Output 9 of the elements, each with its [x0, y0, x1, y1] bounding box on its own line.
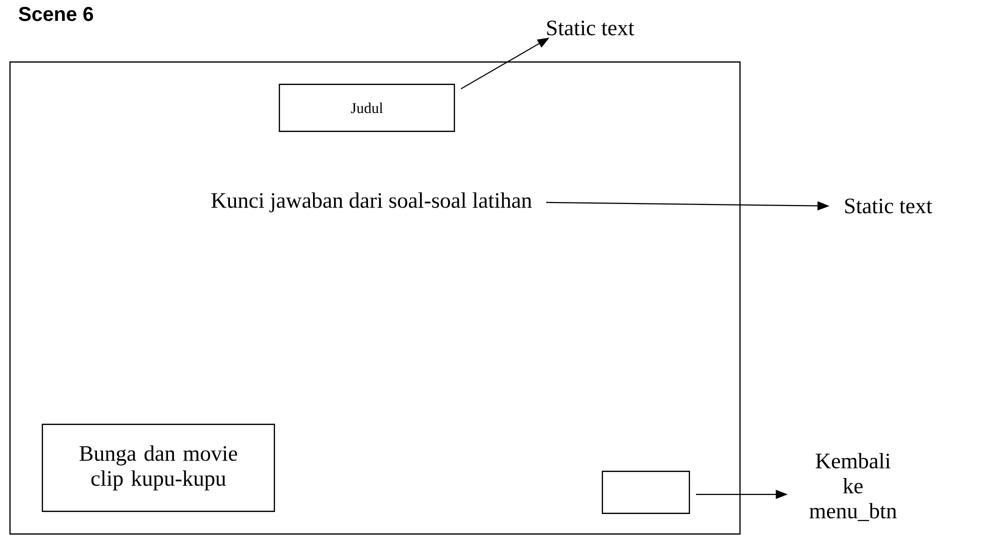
static-text: Static text	[845, 198, 932, 214]
static-text: Static text	[547, 20, 634, 36]
text-box: Bunga dan movie clip kupu-kupu	[42, 424, 275, 512]
scene-title: Scene 6	[18, 6, 94, 22]
static-text: Kembali ke menu_btn	[809, 452, 897, 522]
frame-box	[9, 61, 741, 535]
text-box: Judul	[278, 84, 455, 132]
static-text: Kunci jawaban dari soal-soal latihan	[211, 192, 532, 212]
button-box	[602, 470, 690, 514]
